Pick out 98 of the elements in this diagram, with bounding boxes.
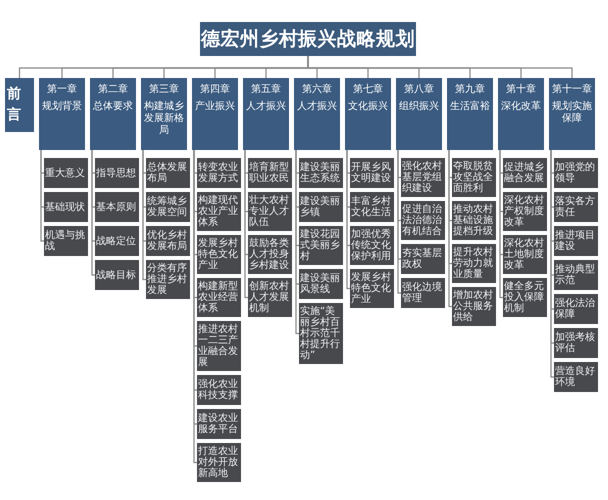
section-box: 强化法治保障	[554, 294, 598, 324]
section-box: 促进自治法治德治有机结合	[401, 201, 445, 240]
section-box: 健全多元投入保障机制	[503, 278, 547, 317]
section-box: 深化农村产权制度改革	[503, 192, 547, 231]
section-box: 强化农业科技支撑	[197, 375, 241, 405]
section-box: 促进城乡融合发展	[503, 158, 547, 188]
section-box: 营造良好环境	[554, 362, 598, 392]
chapter-title: 组织振兴	[399, 101, 439, 113]
section-box: 强化边境管理	[401, 278, 445, 308]
section-box: 战略目标	[95, 260, 139, 290]
section-box: 落实各方责任	[554, 192, 598, 222]
section-box: 构建新型农业经营体系	[197, 278, 241, 317]
chapter-box	[39, 78, 85, 150]
chapter-heading: 第八章	[404, 84, 434, 96]
connector-line	[397, 150, 401, 294]
section-box: 提升农村劳动力就业质量	[452, 244, 496, 283]
chapter-box	[549, 78, 595, 150]
section-box: 基础现状	[44, 192, 88, 222]
chapter-title: 人才振兴	[246, 101, 286, 113]
section-box: 机遇与挑战	[44, 226, 88, 256]
chapter-heading: 第二章	[98, 84, 128, 96]
section-box: 夯实基层政权	[401, 244, 445, 274]
section-box: 培育新型职业农民	[248, 158, 292, 188]
section-box: 创新农村人才发展机制	[248, 278, 292, 317]
connector-line	[40, 150, 44, 242]
preface-box	[5, 78, 34, 132]
connector-line	[346, 150, 350, 290]
connector-line	[244, 150, 248, 298]
connector-line	[91, 150, 95, 276]
chapter-box	[294, 78, 340, 150]
chapter-title: 规划实施保障	[551, 101, 593, 125]
section-box: 强化农村基层党组织建设	[401, 158, 445, 197]
section-box: 重大意义	[44, 158, 88, 188]
section-box: 加强考核评估	[554, 328, 598, 358]
chapter-heading: 第十一章	[552, 84, 592, 96]
section-box: 推进农村一二三产业融合发展	[197, 321, 241, 371]
chapter-heading: 前言	[7, 85, 22, 125]
section-box: 发展乡村特色文化产业	[197, 235, 241, 274]
chapter-heading: 第五章	[251, 84, 281, 96]
section-box: 鼓励各类人才投身乡村建设	[248, 235, 292, 274]
chapter-box	[192, 78, 238, 150]
chapter-heading: 第九章	[455, 84, 485, 96]
section-box: 发展乡村特色文化产业	[350, 269, 394, 308]
chapter-title: 深化改革	[501, 101, 541, 113]
chapter-box	[498, 78, 544, 150]
section-box: 指导思想	[95, 158, 139, 188]
section-box: 实施“美丽乡村百村示范千村提升行动”	[299, 303, 343, 364]
section-box: 建设美丽乡镇	[299, 192, 343, 222]
chapter-box	[447, 78, 493, 150]
chapter-heading: 第十章	[506, 84, 536, 96]
chapter-box	[396, 78, 442, 150]
chapter-heading: 第四章	[200, 84, 230, 96]
chapter-heading: 第六章	[302, 84, 332, 96]
section-box: 推动典型示范	[554, 260, 598, 290]
section-box: 转变农业发展方式	[197, 158, 241, 188]
section-box: 壮大农村专业人才队伍	[248, 192, 292, 231]
chapter-heading: 第三章	[149, 84, 179, 96]
section-box: 增加农村公共服务供给	[452, 287, 496, 326]
section-box: 打造农业对外开放新高地	[197, 443, 241, 482]
section-box: 建设美丽风景线	[299, 269, 343, 299]
chapter-title: 生活富裕	[450, 101, 490, 113]
section-box: 推进项目建设	[554, 226, 598, 256]
section-box: 基本原则	[95, 192, 139, 222]
section-box: 构建现代农业产业体系	[197, 192, 241, 231]
connector-line	[142, 150, 146, 280]
section-box: 推动农村基础设施提档升级	[452, 201, 496, 240]
connector-line	[499, 150, 503, 298]
section-box: 深化农村土地制度改革	[503, 235, 547, 274]
section-box: 总体发展布局	[146, 158, 190, 188]
section-box: 加强党的领导	[554, 158, 598, 188]
section-box: 建设花园式美丽乡村	[299, 226, 343, 265]
section-box: 优化乡村发展布局	[146, 226, 190, 256]
chapter-title: 构建城乡发展新格局	[143, 101, 185, 137]
connector-line	[307, 56, 573, 78]
section-box: 丰富乡村文化生活	[350, 192, 394, 222]
section-box: 统筹城乡发展空间	[146, 192, 190, 222]
chapter-title: 产业振兴	[195, 101, 235, 113]
chapter-title: 规划背景	[42, 101, 82, 113]
connector-line	[193, 150, 198, 464]
connector-line	[295, 150, 299, 334]
chapter-title: 文化振兴	[348, 101, 388, 113]
chapter-box	[141, 78, 187, 150]
chapter-title: 人才振兴	[297, 101, 337, 113]
chapter-heading: 第七章	[353, 84, 383, 96]
section-box: 加强优秀传统文化保护利用	[350, 226, 394, 265]
section-box: 分类有序推进乡村发展	[146, 260, 190, 299]
section-box: 开展乡风文明建设	[350, 158, 394, 188]
chapter-heading: 第一章	[47, 84, 77, 96]
connector-line	[448, 150, 452, 308]
chapter-box	[243, 78, 289, 150]
section-box: 夺取脱贫攻坚战全面胜利	[452, 158, 496, 197]
chapter-title: 总体要求	[93, 101, 133, 113]
section-box: 战略定位	[95, 226, 139, 256]
chapter-box	[90, 78, 136, 150]
title-box: 德宏州乡村振兴战略规划	[200, 22, 416, 56]
section-box: 建设美丽生态系统	[299, 158, 343, 188]
chapter-box	[345, 78, 391, 150]
section-box: 建设农业服务平台	[197, 409, 241, 439]
